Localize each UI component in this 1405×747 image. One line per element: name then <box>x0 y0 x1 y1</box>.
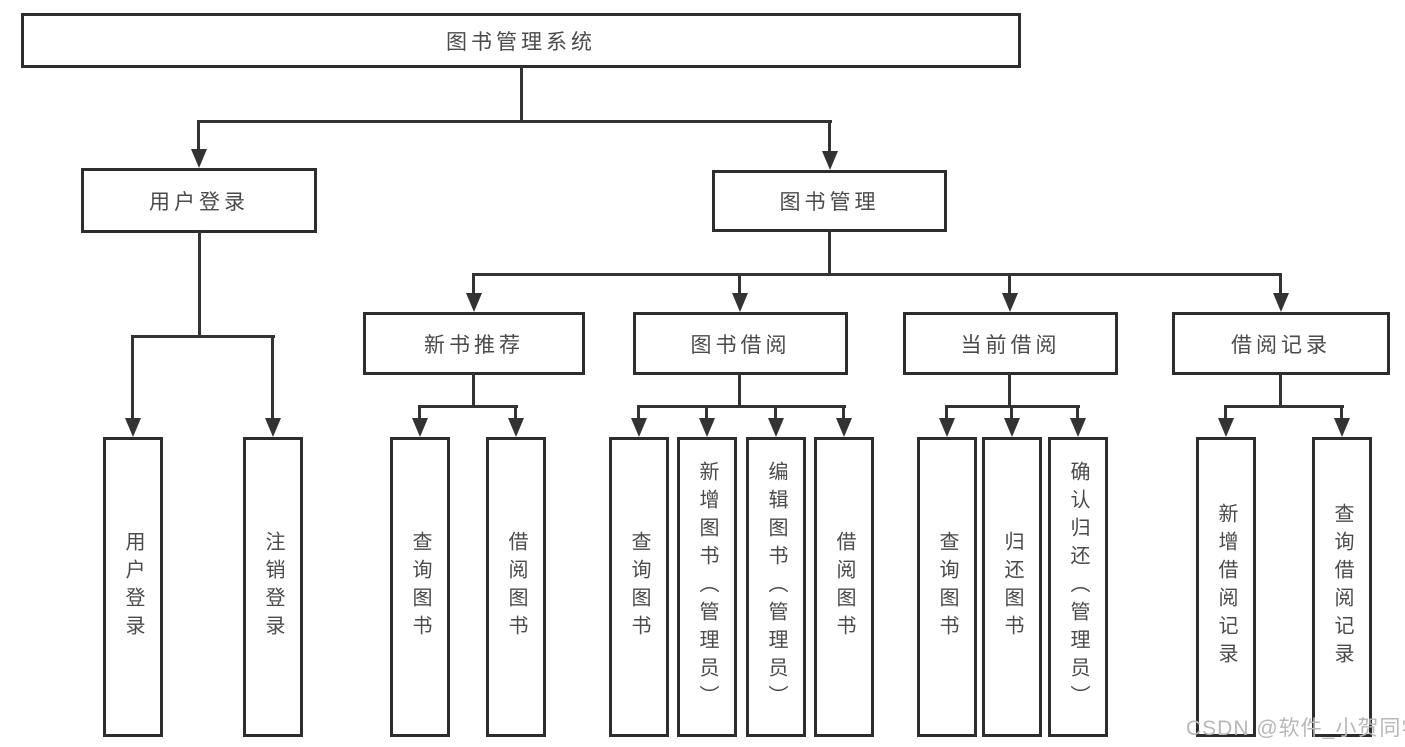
node-user-login: 用户登录 <box>81 168 317 233</box>
leaf-newbook-borrow: 借阅图书 <box>486 437 546 737</box>
arrow-to-new-book-recommend <box>466 273 482 312</box>
node-library-system: 图书管理系统 <box>21 13 1021 68</box>
arrow-to-newbook-borrow <box>508 405 524 437</box>
connector-newbook-split <box>419 405 518 408</box>
connector-management-stem <box>828 230 831 275</box>
arrow-to-borrow-book <box>836 405 852 437</box>
leaf-newbook-query-label: 查询图书 <box>409 531 431 643</box>
leaf-current-confirm-admin: 确认归还（管理员） <box>1048 437 1108 737</box>
leaf-records-query-label: 查询借阅记录 <box>1331 503 1353 671</box>
leaf-current-confirm-admin-label: 确认归还（管理员） <box>1067 461 1089 713</box>
leaf-borrow-add-admin: 新增图书（管理员） <box>677 437 737 737</box>
leaf-borrow-edit-admin-label: 编辑图书（管理员） <box>765 461 787 713</box>
csdn-watermark: CSDN @软件_小贺同学 <box>1186 717 1405 740</box>
connector-borrow-split <box>638 405 846 408</box>
leaf-records-query: 查询借阅记录 <box>1312 437 1372 737</box>
leaf-user-login-label: 用户登录 <box>122 531 144 643</box>
connector-records-split <box>1225 405 1344 408</box>
leaf-current-query: 查询图书 <box>917 437 977 737</box>
leaf-logout-label: 注销登录 <box>262 531 284 643</box>
node-borrow-records-label: 借阅记录 <box>1231 333 1331 357</box>
node-new-book-recommend-label: 新书推荐 <box>424 333 524 357</box>
leaf-newbook-borrow-label: 借阅图书 <box>505 531 527 643</box>
node-book-management: 图书管理 <box>712 170 947 232</box>
arrow-to-borrow-records <box>1273 273 1289 312</box>
arrow-to-newbook-query <box>412 405 428 437</box>
arrow-to-borrow-add <box>699 405 715 437</box>
arrow-to-leaf-user-login <box>125 335 141 437</box>
arrow-to-current-return <box>1004 405 1020 437</box>
leaf-newbook-query: 查询图书 <box>390 437 450 737</box>
node-library-system-label: 图书管理系统 <box>446 30 596 54</box>
leaf-borrow-query: 查询图书 <box>609 437 669 737</box>
connector-current-split <box>946 405 1080 408</box>
leaf-current-return: 归还图书 <box>982 437 1042 737</box>
arrow-to-leaf-logout <box>265 335 281 437</box>
arrow-to-records-query <box>1334 405 1350 437</box>
leaf-borrow-book-label: 借阅图书 <box>833 531 855 643</box>
connector-login-stem <box>198 231 201 337</box>
node-current-borrow-label: 当前借阅 <box>960 333 1061 357</box>
leaf-current-return-label: 归还图书 <box>1001 531 1023 643</box>
leaf-current-query-label: 查询图书 <box>936 531 958 643</box>
node-book-management-label: 图书管理 <box>779 191 880 214</box>
arrow-to-current-query <box>939 405 955 437</box>
arrow-to-current-confirm <box>1070 405 1086 437</box>
node-user-login-label: 用户登录 <box>149 190 249 214</box>
leaf-records-add: 新增借阅记录 <box>1196 437 1256 737</box>
node-book-borrow: 图书借阅 <box>633 312 848 375</box>
connector-current-stem <box>1008 373 1011 407</box>
connector-login-split <box>131 335 275 338</box>
arrow-to-user-login <box>191 120 207 168</box>
leaf-borrow-book: 借阅图书 <box>814 437 874 737</box>
node-new-book-recommend: 新书推荐 <box>363 312 585 375</box>
arrow-to-borrow-edit <box>768 405 784 437</box>
node-current-borrow: 当前借阅 <box>903 312 1118 375</box>
arrow-to-book-management <box>822 120 838 170</box>
connector-records-stem <box>1279 373 1282 407</box>
connector-borrow-stem <box>738 373 741 407</box>
leaf-borrow-add-admin-label: 新增图书（管理员） <box>696 461 718 713</box>
arrow-to-book-borrow <box>732 273 748 312</box>
connector-newbook-stem <box>472 373 475 407</box>
arrow-to-borrow-query <box>631 405 647 437</box>
connector-management-split <box>473 273 1282 276</box>
connector-root-split <box>198 120 832 123</box>
arrow-to-records-add <box>1218 405 1234 437</box>
node-borrow-records: 借阅记录 <box>1172 312 1390 375</box>
leaf-user-login: 用户登录 <box>103 437 163 737</box>
leaf-borrow-edit-admin: 编辑图书（管理员） <box>746 437 806 737</box>
leaf-logout: 注销登录 <box>243 437 303 737</box>
leaf-records-add-label: 新增借阅记录 <box>1215 503 1237 671</box>
connector-root-stem <box>520 66 523 122</box>
leaf-borrow-query-label: 查询图书 <box>628 531 650 643</box>
arrow-to-current-borrow <box>1002 273 1018 312</box>
node-book-borrow-label: 图书借阅 <box>690 333 791 357</box>
